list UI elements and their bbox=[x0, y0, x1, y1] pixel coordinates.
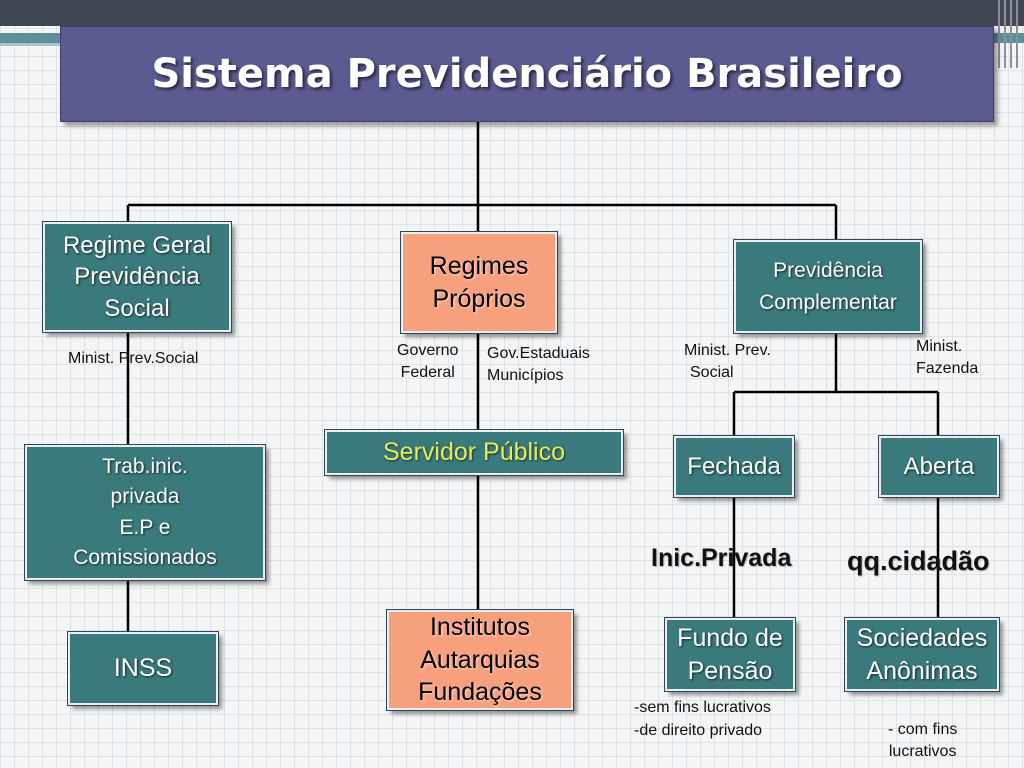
sem-fins-note: -sem fins lucrativos -de direito privado bbox=[634, 696, 771, 742]
minist-prev-social-2-line-2: Social bbox=[690, 364, 734, 382]
trab-line-3: E.P e bbox=[119, 515, 171, 539]
previdencia-complementar-box: Previdência Complementar bbox=[733, 239, 923, 334]
com-fins-note: - com fins lucrativos bbox=[888, 719, 957, 764]
title-banner: Sistema Previdenciário Brasileiro bbox=[60, 26, 994, 122]
institutos-line-1: Institutos bbox=[429, 613, 531, 642]
trab-line-2: privada bbox=[110, 485, 180, 509]
sem-fins-line-1: -sem fins lucrativos bbox=[634, 699, 771, 716]
com-fins-line-1: - com fins bbox=[888, 721, 958, 738]
accent-stripe-right bbox=[992, 33, 1024, 43]
regimes-proprios-line-2: Próprios bbox=[432, 284, 526, 313]
minist-fazenda-note: Minist. Fazenda bbox=[916, 336, 978, 381]
minist-prev-social-note-2: Minist. Prev. Social bbox=[684, 340, 771, 385]
top-bar bbox=[0, 0, 1024, 26]
regime-geral-box: Regime Geral Previdência Social bbox=[42, 221, 232, 333]
minist-prev-social-2-line-1: Minist. Prev. bbox=[684, 342, 771, 359]
accent-stripe-left bbox=[0, 33, 60, 43]
regimes-proprios-box: Regimes Próprios bbox=[400, 231, 558, 334]
institutos-box: Institutos Autarquias Fundações bbox=[386, 609, 574, 711]
aberta-box: Aberta bbox=[878, 435, 1000, 498]
institutos-line-3: Fundações bbox=[418, 678, 542, 707]
regime-geral-line-2: Previdência bbox=[74, 263, 200, 291]
gov-estaduais-line-1: Gov.Estaduais bbox=[487, 345, 590, 362]
inic-privada-label: Inic.Privada bbox=[651, 544, 792, 572]
minist-fazenda-line-1: Minist. bbox=[916, 338, 963, 355]
governo-federal-note: Governo Federal bbox=[397, 340, 458, 385]
page-title: Sistema Previdenciário Brasileiro bbox=[151, 51, 903, 97]
regime-geral-line-1: Regime Geral bbox=[62, 232, 212, 260]
regime-geral-line-3: Social bbox=[104, 294, 170, 322]
servidor-publico-box: Servidor Público bbox=[324, 429, 624, 476]
governo-federal-line-1: Governo bbox=[397, 342, 459, 359]
sociedades-line-1: Sociedades bbox=[856, 624, 988, 652]
sem-fins-line-2: -de direito privado bbox=[634, 722, 763, 740]
trab-line-1: Trab.inic. bbox=[102, 454, 188, 478]
fechada-label: Fechada bbox=[687, 452, 781, 480]
fechada-box: Fechada bbox=[673, 435, 795, 498]
complementar-line-1: Previdência bbox=[773, 259, 883, 282]
institutos-line-2: Autarquias bbox=[420, 645, 540, 674]
minist-fazenda-line-2: Fazenda bbox=[916, 360, 979, 378]
accent-stripe-left-light bbox=[0, 43, 60, 46]
servidor-publico-label: Servidor Público bbox=[382, 438, 566, 467]
sociedades-anonimas-box: Sociedades Anônimas bbox=[844, 617, 1000, 692]
com-fins-line-2: lucrativos bbox=[888, 743, 957, 761]
fundo-pensao-box: Fundo de Pensão bbox=[664, 617, 796, 692]
decorative-lines bbox=[994, 0, 1024, 68]
inss-box: INSS bbox=[67, 631, 219, 706]
fundo-line-2: Pensão bbox=[687, 656, 773, 685]
fundo-line-1: Fundo de bbox=[677, 624, 783, 652]
qq-cidadao-label: qq.cidadão bbox=[847, 546, 990, 576]
minist-prev-social-note: Minist. Prev.Social bbox=[68, 350, 199, 367]
aberta-label: Aberta bbox=[903, 452, 975, 480]
inss-label: INSS bbox=[113, 654, 173, 683]
governo-federal-line-2: Federal bbox=[400, 364, 455, 382]
trab-line-4: Comissionados bbox=[73, 545, 217, 569]
sociedades-line-2: Anônimas bbox=[866, 656, 978, 685]
regimes-proprios-line-1: Regimes bbox=[429, 252, 529, 280]
complementar-line-2: Complementar bbox=[759, 290, 897, 314]
gov-estaduais-note: Gov.Estaduais Municípios bbox=[487, 343, 590, 388]
trab-box: Trab.inic. privada E.P e Comissionados bbox=[24, 444, 266, 581]
gov-estaduais-line-2: Municípios bbox=[487, 367, 564, 385]
